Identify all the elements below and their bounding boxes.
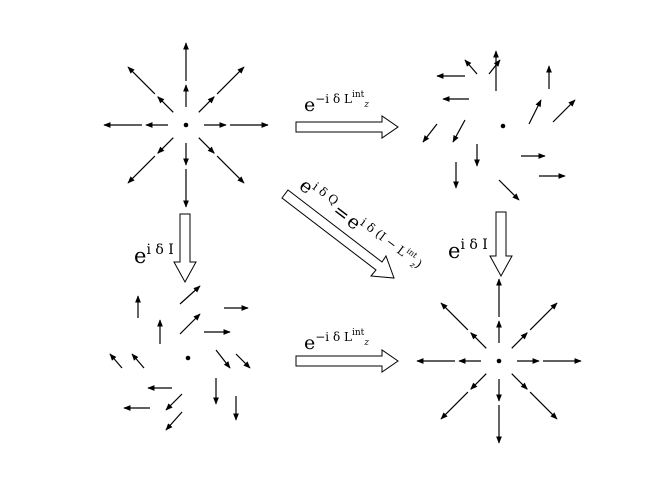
field-arrow — [422, 123, 438, 143]
right-operator-label: ei δ I — [448, 237, 488, 263]
field-arrow — [165, 393, 183, 411]
origin-dot — [185, 355, 191, 361]
field-arrow — [552, 99, 576, 123]
field-arrow — [511, 373, 528, 390]
field-arrow — [440, 302, 469, 331]
field-arrow — [157, 137, 174, 154]
bottom-operator-label: e−i δ Lintz — [304, 328, 369, 354]
field-arrow — [529, 302, 558, 331]
field-arrow — [109, 353, 123, 369]
diagonal-transform-arrow — [281, 189, 395, 279]
panel-top-left-radial-field — [103, 42, 269, 208]
top-operator-label: e−i δ Lintz — [304, 90, 369, 116]
field-arrow — [498, 179, 520, 201]
field-arrow — [127, 155, 156, 184]
panel-bottom-right-radial-field — [416, 278, 582, 444]
field-arrow — [216, 66, 245, 95]
field-arrow — [488, 59, 501, 75]
field-arrow — [157, 96, 174, 113]
field-arrow — [215, 349, 231, 369]
field-arrow — [528, 99, 542, 125]
field-arrow — [127, 66, 156, 95]
field-arrow — [165, 411, 183, 431]
field-arrow — [216, 155, 245, 184]
field-arrow — [464, 59, 478, 75]
bottom-transform-arrow — [295, 349, 399, 373]
field-arrow — [179, 285, 201, 305]
field-arrow — [198, 137, 215, 154]
origin-dot — [183, 122, 189, 128]
origin-dot — [496, 358, 502, 364]
field-arrow — [179, 313, 201, 335]
left-transform-arrow — [173, 213, 197, 284]
top-transform-arrow — [295, 115, 399, 139]
field-arrow — [198, 96, 215, 113]
field-arrow — [470, 373, 487, 390]
field-arrow — [529, 391, 558, 420]
panel-bottom-left-rotated-field — [109, 285, 251, 431]
field-arrow — [131, 353, 145, 369]
field-arrow — [235, 353, 251, 369]
right-transform-arrow — [489, 211, 513, 278]
field-arrow — [470, 332, 487, 349]
diagonal-operator-label: ei δ Q=ei δ (I − Lintz) — [295, 171, 426, 279]
panel-top-right-rotated-field — [422, 50, 576, 201]
origin-dot — [500, 123, 506, 129]
field-arrow — [452, 119, 466, 143]
field-arrow — [511, 332, 528, 349]
left-operator-label: ei δ I — [134, 242, 174, 268]
field-arrow — [440, 391, 469, 420]
